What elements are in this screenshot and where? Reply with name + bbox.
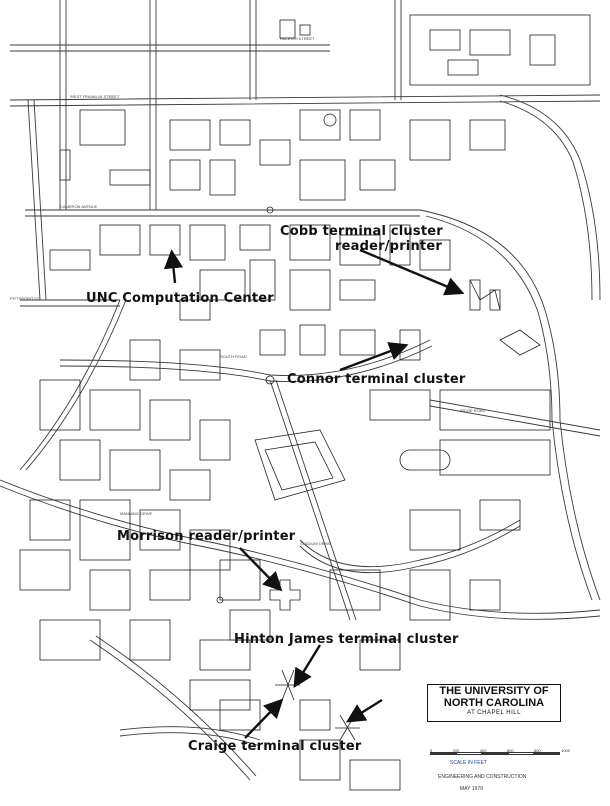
title-line-2: NORTH CAROLINA xyxy=(443,697,545,709)
scale-tick: 0 xyxy=(430,748,433,753)
scale-bar-block: 0 200 400 600 800 1000 SCALE IN FEET ENG… xyxy=(430,742,580,802)
campus-buildings xyxy=(19,14,591,791)
scale-tick: 800 xyxy=(533,748,541,753)
cobb-arrow xyxy=(359,248,465,296)
craige-arrow-2 xyxy=(345,698,383,723)
street-label-cameron: CAMERON AVENUE xyxy=(60,204,98,209)
callout-connor: Connor terminal cluster xyxy=(287,372,466,387)
hinton-arrow xyxy=(293,644,322,689)
date-note: MAY 1979 xyxy=(460,786,483,792)
morrison-arrow xyxy=(239,547,283,592)
scale-tick: 1000 xyxy=(561,748,570,753)
street-label-manning: MANNING DRIVE xyxy=(120,511,153,516)
street-label-franklin: WEST FRANKLIN STREET xyxy=(70,94,120,99)
scale-tick: 200 xyxy=(452,748,460,753)
scale-tick: 400 xyxy=(479,748,487,753)
callout-hinton: Hinton James terminal cluster xyxy=(234,632,459,647)
callout-arrows xyxy=(163,248,465,739)
street-label-ridge: RIDGE ROAD xyxy=(460,408,485,413)
street-label-raleigh: RALEIGH STREET xyxy=(280,36,315,41)
scale-tick: 600 xyxy=(506,748,514,753)
craige-arrow xyxy=(244,698,284,739)
street-label-stadium: STADIUM DRIVE xyxy=(300,541,331,546)
street-label-south: SOUTH ROAD xyxy=(220,354,247,359)
connor-arrow xyxy=(339,342,409,372)
title-line-1: THE UNIVERSITY OF xyxy=(439,685,549,697)
scale-bar xyxy=(430,742,560,755)
title-line-3: AT CHAPEL HILL xyxy=(467,710,521,716)
callout-cobb: Cobb terminal cluster xyxy=(280,224,443,239)
callout-craige: Craige terminal cluster xyxy=(188,739,362,754)
ucc-arrow xyxy=(163,249,184,284)
street-label-pittsboro: PITTSBORO ST xyxy=(10,296,40,301)
street-labels: WEST FRANKLIN STREET CAMERON AVENUE SOUT… xyxy=(10,36,485,546)
scale-note: SCALE IN FEET xyxy=(450,760,487,766)
callout-morrison: Morrison reader/printer xyxy=(117,529,296,544)
callout-ucc: UNC Computation Center xyxy=(86,291,274,306)
callout-cobb-reader-printer: reader/printer xyxy=(335,239,442,254)
callout-labels: Cobb terminal cluster reader/printer UNC… xyxy=(86,224,466,754)
scale-ticks: 0 200 400 600 800 1000 xyxy=(430,748,570,753)
map-title-block: THE UNIVERSITY OF NORTH CAROLINA AT CHAP… xyxy=(427,684,561,722)
credit-note: ENGINEERING AND CONSTRUCTION xyxy=(438,774,527,780)
